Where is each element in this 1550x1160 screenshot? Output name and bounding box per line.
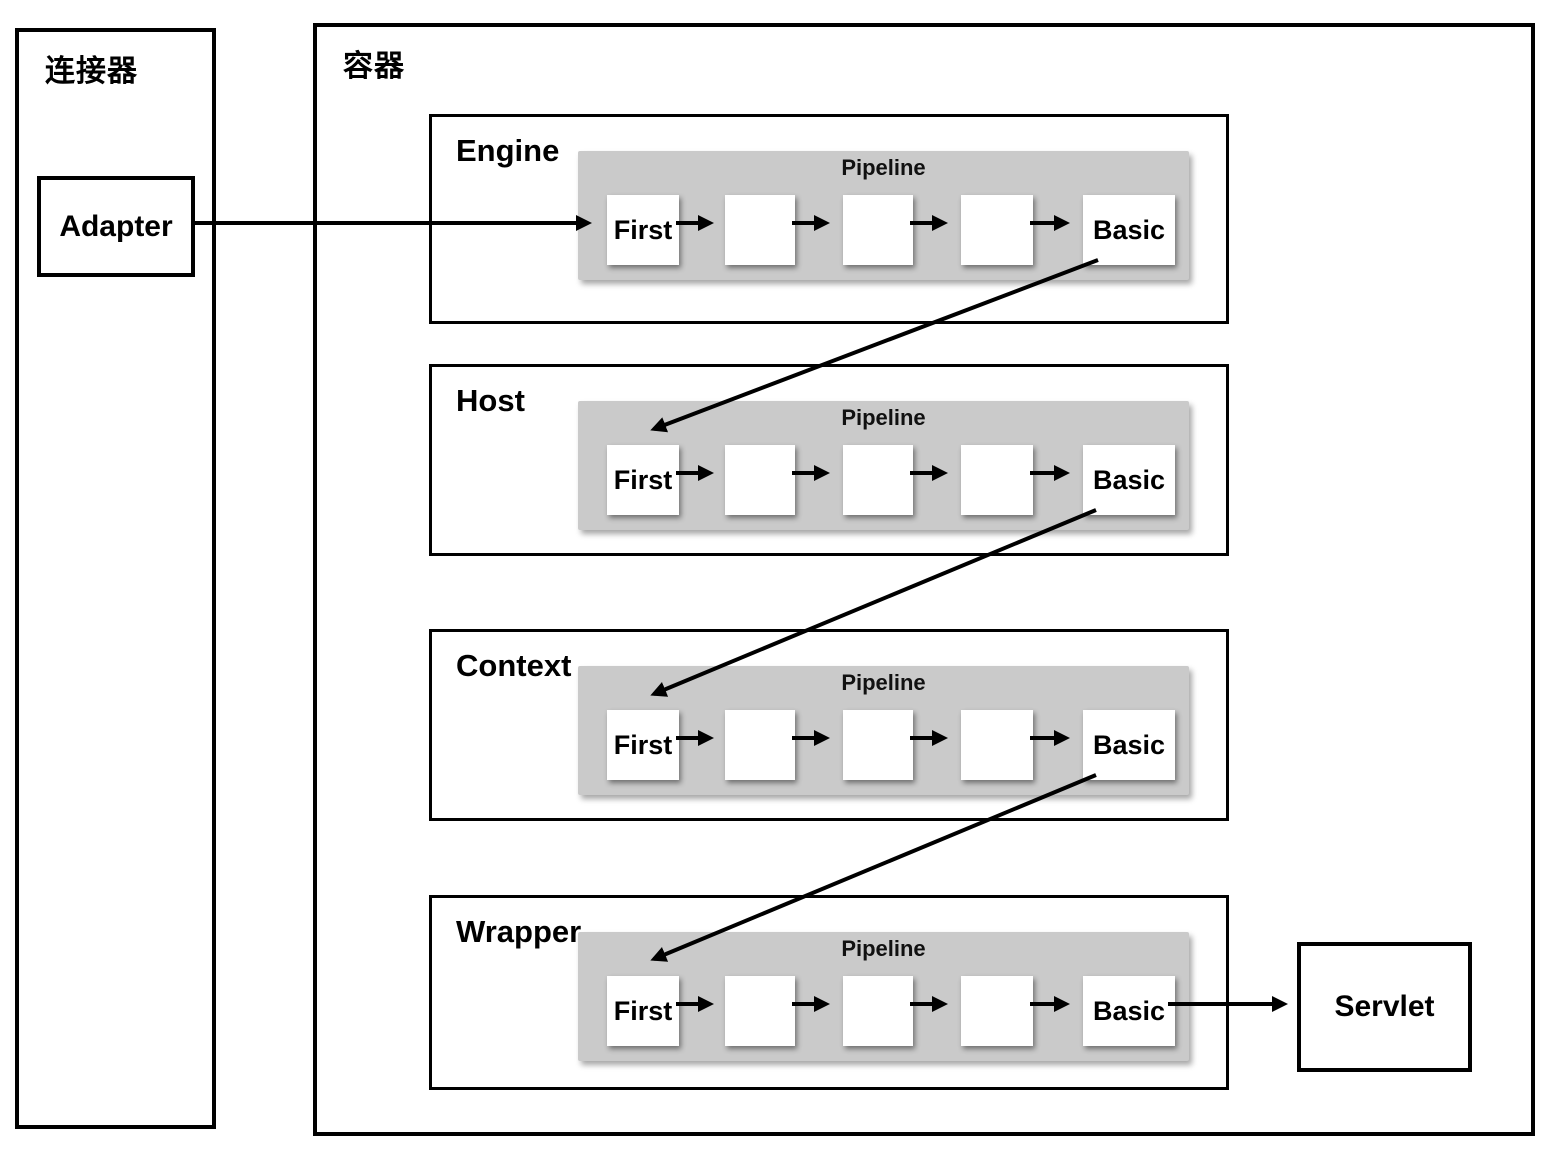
engine-valve-empty-2: [843, 195, 913, 265]
wrapper-valve-basic: Basic: [1083, 976, 1175, 1046]
section-engine-label: Engine: [456, 133, 560, 168]
section-wrapper: Wrapper Pipeline First Basic: [429, 895, 1229, 1090]
connector-group-box: 连接器 Adapter: [15, 28, 216, 1129]
context-pipeline-label: Pipeline: [841, 670, 926, 695]
engine-pipeline-box: Pipeline First Basic: [578, 151, 1189, 280]
wrapper-valve-empty-3: [961, 976, 1033, 1046]
wrapper-valve-empty-1: [725, 976, 795, 1046]
host-valve-first: First: [607, 445, 679, 515]
host-valve-empty-2: [843, 445, 913, 515]
section-wrapper-label: Wrapper: [456, 914, 582, 949]
context-valve-empty-1: [725, 710, 795, 780]
engine-valve-basic: Basic: [1083, 195, 1175, 265]
engine-pipeline-label: Pipeline: [841, 155, 926, 180]
engine-valve-empty-1: [725, 195, 795, 265]
context-valve-basic: Basic: [1083, 710, 1175, 780]
section-context: Context Pipeline First Basic: [429, 629, 1229, 821]
adapter-label: Adapter: [59, 209, 173, 243]
wrapper-valve-empty-2: [843, 976, 913, 1046]
host-pipeline-label: Pipeline: [841, 405, 926, 430]
context-valve-first: First: [607, 710, 679, 780]
container-group-box: 容器 Engine Pipeline First Basic Host Pipe…: [313, 23, 1535, 1136]
host-valve-empty-1: [725, 445, 795, 515]
context-valve-empty-3: [961, 710, 1033, 780]
section-host-label: Host: [456, 383, 525, 418]
wrapper-valve-first: First: [607, 976, 679, 1046]
container-group-label: 容器: [343, 50, 405, 83]
servlet-label: Servlet: [1334, 990, 1435, 1023]
wrapper-pipeline-label: Pipeline: [841, 936, 926, 961]
section-context-label: Context: [456, 648, 572, 683]
host-valve-empty-3: [961, 445, 1033, 515]
host-pipeline-box: Pipeline First Basic: [578, 401, 1189, 530]
connector-group-label: 连接器: [45, 55, 138, 88]
adapter-node: Adapter: [37, 176, 195, 277]
wrapper-pipeline-box: Pipeline First Basic: [578, 932, 1189, 1061]
engine-valve-first: First: [607, 195, 679, 265]
section-engine: Engine Pipeline First Basic: [429, 114, 1229, 324]
engine-valve-empty-3: [961, 195, 1033, 265]
host-valve-basic: Basic: [1083, 445, 1175, 515]
servlet-node: Servlet: [1297, 942, 1472, 1072]
context-valve-empty-2: [843, 710, 913, 780]
section-host: Host Pipeline First Basic: [429, 364, 1229, 556]
context-pipeline-box: Pipeline First Basic: [578, 666, 1189, 795]
